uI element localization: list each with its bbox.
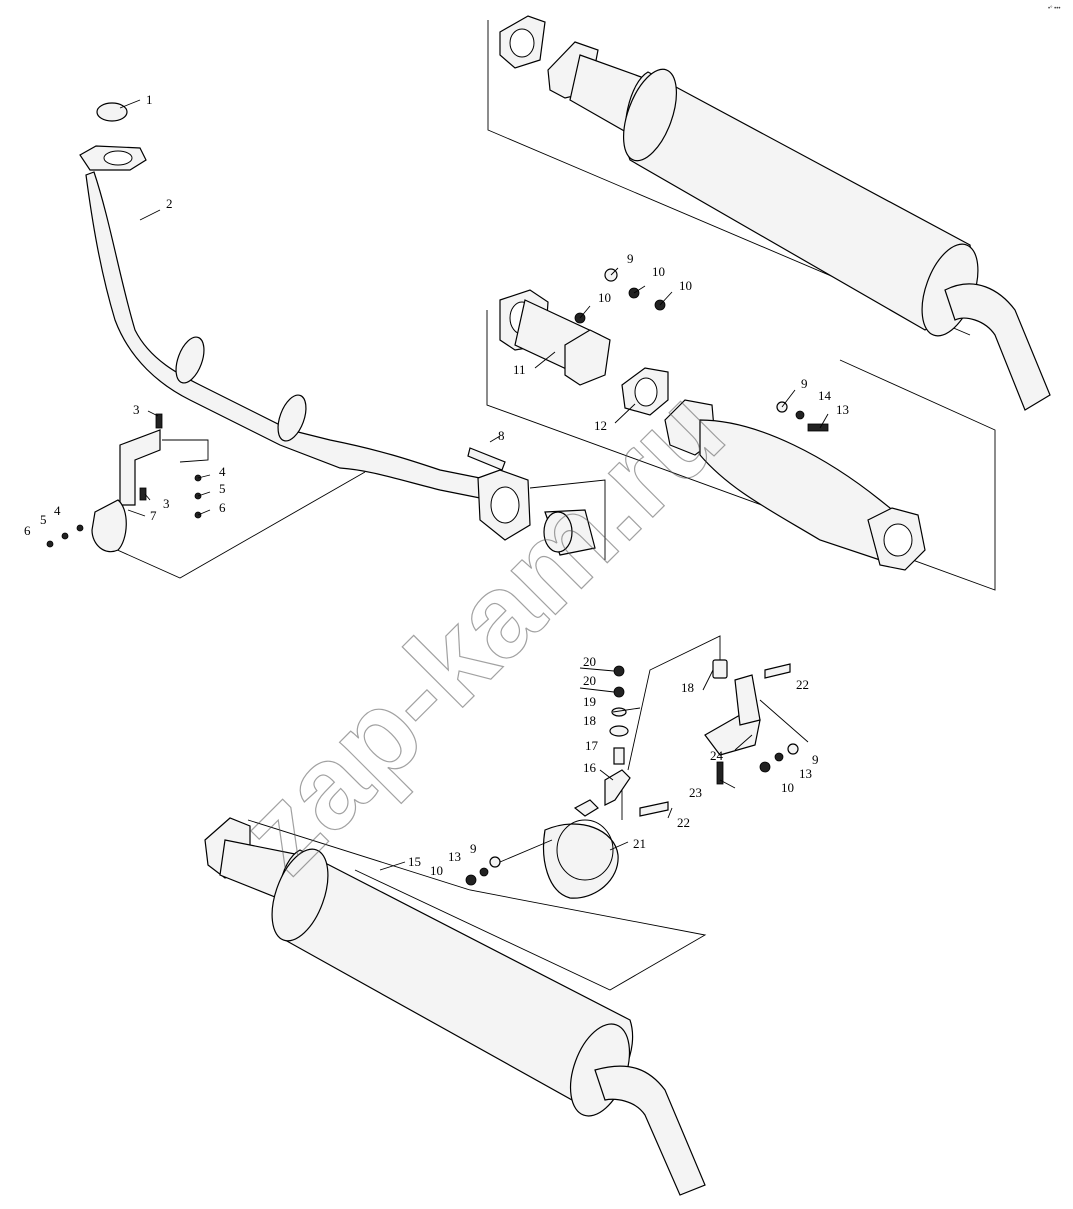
callout-1: 1: [146, 92, 153, 107]
callout-9: 9: [627, 251, 634, 266]
callout-6: 6: [219, 500, 226, 515]
callout-2: 2: [166, 196, 173, 211]
callout-labels: 1 2 3 3 4 5 6 4 5 6 7 8 9 10 10 10 11 12…: [24, 92, 849, 878]
callout-6: 6: [24, 523, 31, 538]
callout-14: 14: [818, 388, 832, 403]
callout-4: 4: [219, 464, 226, 479]
front-pipe-assembly: [46, 102, 606, 579]
callout-10: 10: [430, 863, 443, 878]
catalyst-assembly: [486, 268, 996, 591]
part-11-ring: [564, 329, 611, 386]
callout-10: 10: [652, 264, 665, 279]
callout-15: 15: [408, 854, 421, 869]
catalyst-frame: [486, 310, 996, 591]
bottom-tail-pipe: [594, 1065, 706, 1196]
part-1-seal: [96, 102, 128, 122]
callout-3: 3: [133, 402, 140, 417]
callout-13: 13: [836, 402, 849, 417]
bottom-frame: [247, 819, 707, 991]
callout-9: 9: [470, 841, 477, 856]
callout-24: 24: [710, 748, 724, 763]
callout-21: 21: [633, 836, 646, 851]
callout-5: 5: [219, 481, 226, 496]
callout-12: 12: [594, 418, 607, 433]
callout-13: 13: [799, 766, 812, 781]
clamp: [91, 499, 127, 553]
callout-18: 18: [681, 680, 694, 695]
callout-8: 8: [498, 428, 505, 443]
part-8-bolt: [467, 447, 506, 471]
callout-22: 22: [796, 677, 809, 692]
part-21-strap: [542, 823, 619, 899]
callout-5: 5: [40, 512, 47, 527]
top-tail-pipe: [944, 283, 1051, 411]
callout-19: 19: [583, 694, 596, 709]
callout-3: 3: [163, 496, 170, 511]
callout-17: 17: [585, 738, 599, 753]
callout-9: 9: [812, 752, 819, 767]
top-muffler-body: [624, 71, 972, 331]
callout-10: 10: [781, 780, 794, 795]
callout-13: 13: [448, 849, 461, 864]
callout-7: 7: [150, 508, 157, 523]
callout-18: 18: [583, 713, 596, 728]
callout-10: 10: [679, 278, 692, 293]
callout-10: 10: [598, 290, 611, 305]
top-frame: [487, 20, 971, 336]
bottom-muffler-assembly: [204, 635, 809, 1196]
callout-16: 16: [583, 760, 597, 775]
front-frame: [94, 471, 366, 579]
callout-4: 4: [54, 503, 61, 518]
callout-11: 11: [513, 362, 526, 377]
callout-9: 9: [801, 376, 808, 391]
callout-22: 22: [677, 815, 690, 830]
callout-20: 20: [583, 654, 596, 669]
part-24-bracket: [704, 714, 761, 756]
callout-20: 20: [583, 673, 596, 688]
callout-23: 23: [689, 785, 702, 800]
corner-mark: •° •••: [1048, 6, 1060, 12]
leader-lines: [119, 99, 829, 871]
top-muffler-assembly: [487, 15, 1051, 411]
part-16-bracket: [604, 769, 631, 806]
